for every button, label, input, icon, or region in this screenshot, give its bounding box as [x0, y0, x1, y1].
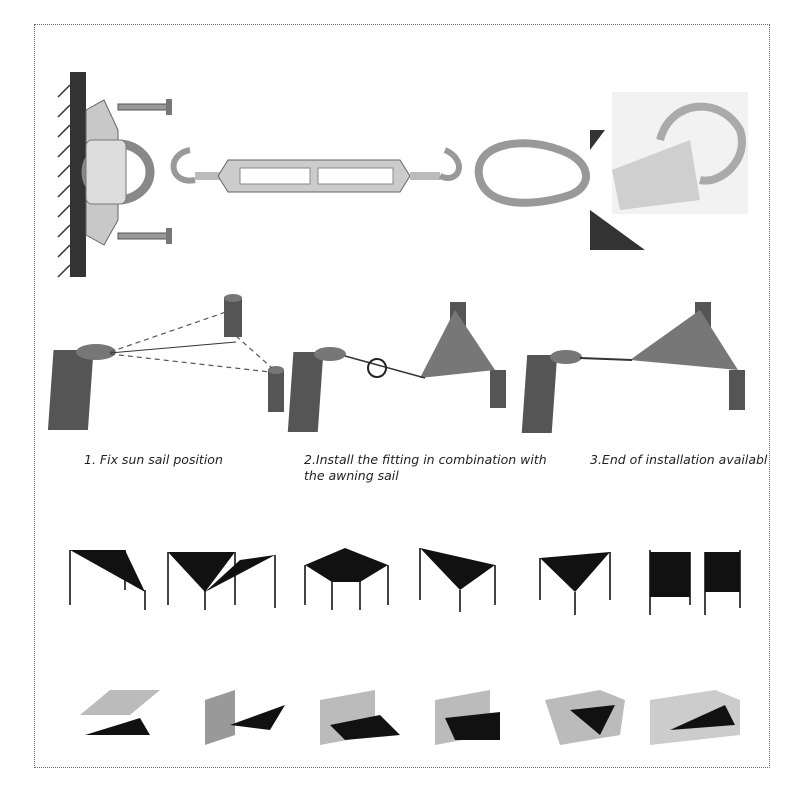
sail-corner-ring-icon — [590, 92, 748, 250]
image-frame — [34, 24, 770, 768]
step-2-caption-line2: the awning sail — [304, 468, 399, 483]
step-2-diagram — [287, 302, 506, 432]
turnbuckle-icon — [170, 147, 462, 193]
pad-eye-icon — [81, 99, 155, 246]
step-2-caption: 2.Install the fitting in combination wit… — [304, 452, 547, 484]
step-2-caption-line1: 2.Install the fitting in combination wit… — [304, 452, 547, 467]
step-1-caption: 1. Fix sun sail position — [84, 452, 223, 467]
step-3-caption: 3.End of installation availabl — [590, 452, 768, 467]
wall-icon — [57, 72, 86, 278]
step-3-diagram — [521, 302, 745, 433]
sail-config-row — [69, 548, 741, 615]
screw-icon — [117, 99, 172, 244]
building-config-row — [80, 690, 740, 745]
step-1-diagram — [47, 294, 284, 430]
snap-hook-icon — [474, 139, 590, 207]
